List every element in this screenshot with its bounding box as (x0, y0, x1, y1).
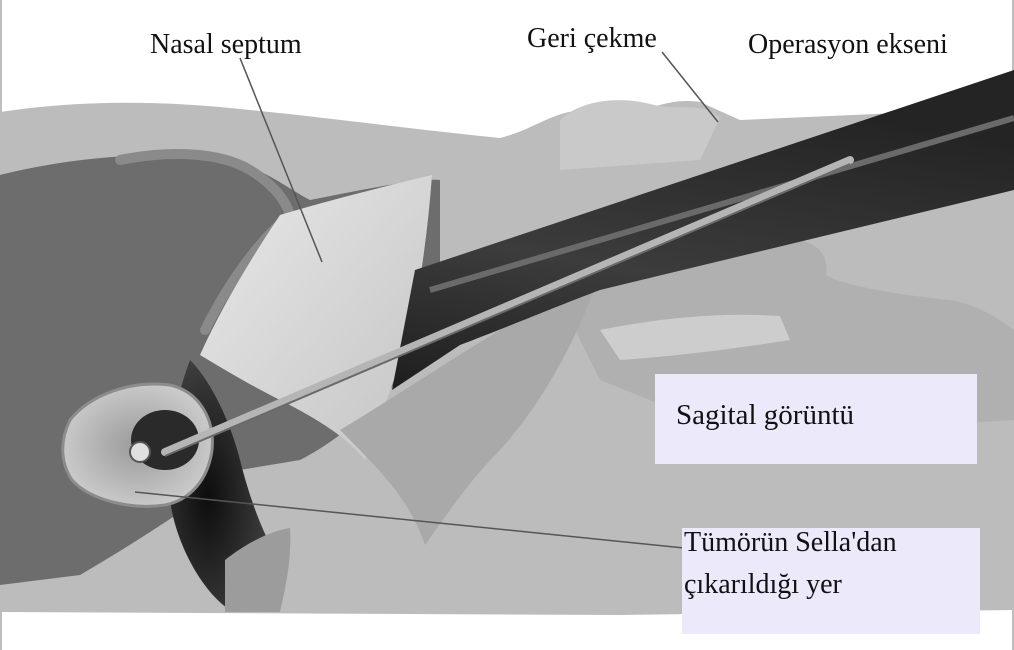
tumor-site-label: Tümörün Sella'dan çıkarıldığı yer (684, 522, 897, 606)
sagittal-view-label: Sagital görüntü (676, 398, 854, 433)
retraction-label: Geri çekme (527, 22, 657, 56)
upper-tissue-bump (560, 100, 720, 170)
nasal-septum-label: Nasal septum (150, 28, 302, 62)
tumor-site-label-line2: çıkarıldığı yer (684, 564, 897, 606)
tumor-site-label-line1: Tümörün Sella'dan (684, 522, 897, 564)
instrument-tip (130, 442, 150, 462)
operation-axis-label: Operasyon ekseni (748, 28, 948, 62)
